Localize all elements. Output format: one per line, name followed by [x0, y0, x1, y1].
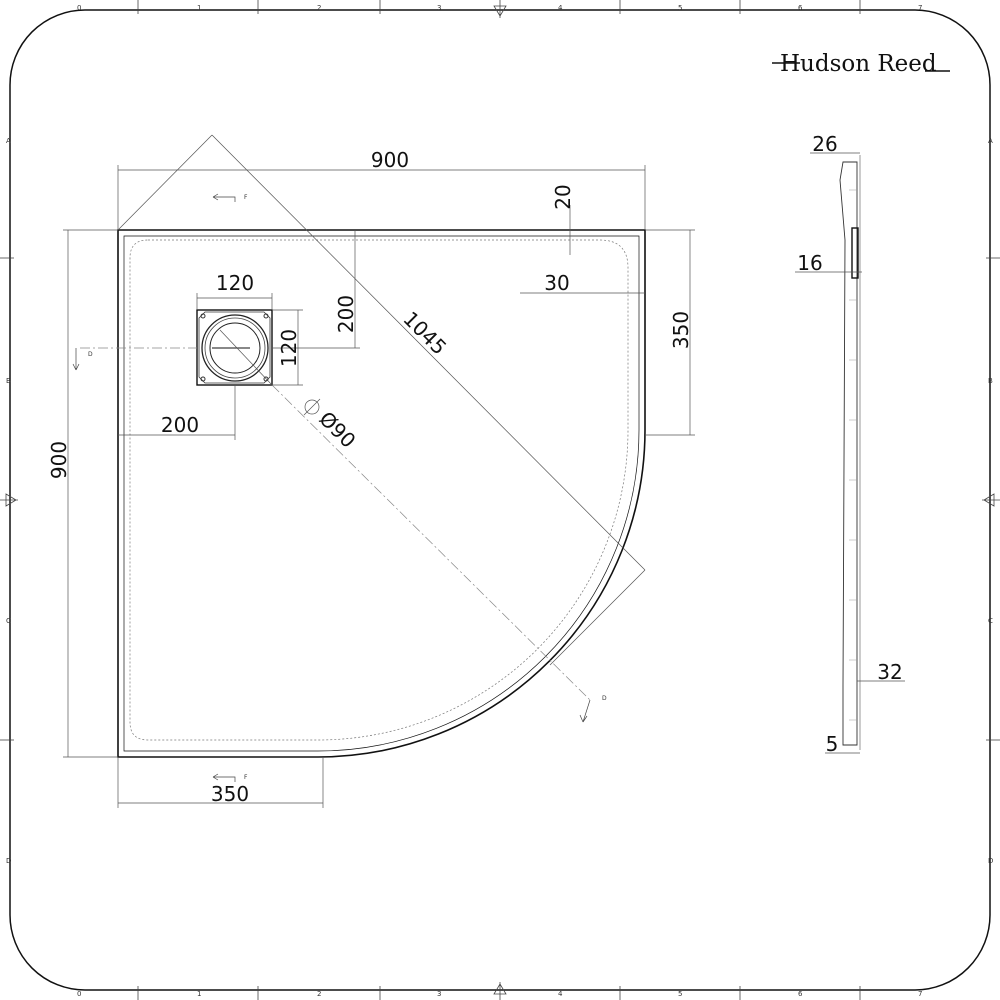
grid-col-label: 6	[798, 990, 803, 998]
dimension-drain-diameter: Ø90	[314, 407, 360, 453]
dimension-base: 5	[826, 732, 839, 756]
grid-col-label: 2	[317, 990, 321, 998]
dimension-rim-right: 30	[544, 271, 569, 295]
grid-col-label: 7	[918, 4, 922, 12]
dimension-height-left: 900	[47, 441, 71, 479]
grid-col-label: 2	[317, 4, 321, 12]
dimension-edge-height: 32	[877, 660, 902, 684]
grid-col-label: 1	[197, 990, 201, 998]
grid-col-label: 1	[197, 4, 201, 12]
grid-row-label: A	[6, 137, 11, 145]
dimension-drain-offset-x: 200	[161, 413, 199, 437]
dimension-total-height: 26	[812, 132, 837, 156]
grid-col-label: 6	[798, 4, 803, 12]
dimension-diagonal: 1045	[398, 307, 451, 360]
grid-col-label: 0	[77, 990, 81, 998]
dimension-drain-height: 120	[277, 329, 301, 367]
logo-text: Hudson Reed	[780, 51, 937, 77]
grid-row-label: D	[6, 857, 11, 865]
grid-col-label: 0	[77, 4, 81, 12]
grid-col-label: 3	[437, 4, 441, 12]
grid-row-label: B	[6, 377, 11, 385]
section-label-d: D	[602, 695, 607, 702]
grid-col-label: 7	[918, 990, 922, 998]
grid-col-label: 5	[678, 990, 682, 998]
inner-basin-line	[129, 239, 629, 741]
grid-row-label: B	[988, 377, 993, 385]
grid-col-label: 3	[437, 990, 441, 998]
dimension-drain-depth: 16	[797, 251, 822, 275]
section-label-f: F	[244, 774, 248, 781]
grid-row-label: A	[988, 137, 993, 145]
dimension-drain-width: 120	[216, 271, 254, 295]
dimension-width-top: 900	[371, 148, 409, 172]
grid-row-label: C	[6, 617, 11, 625]
grid-col-label: 5	[678, 4, 682, 12]
grid-row-label: C	[988, 617, 993, 625]
section-label-d: D	[88, 351, 93, 358]
plan-view: 900 20 30 350 900 200 120 120 200 1045 Ø…	[47, 134, 695, 808]
dimension-straight-bottom: 350	[211, 782, 249, 806]
grid-col-label: 4	[558, 4, 563, 12]
dimension-drain-offset-y: 200	[334, 295, 358, 333]
brand-logo: Hudson Reed	[772, 51, 950, 77]
side-profile-view: 26 16 32 5	[795, 132, 905, 756]
tray-outline	[117, 229, 646, 758]
grid-row-label: D	[988, 857, 993, 865]
dimension-straight-right: 350	[669, 311, 693, 349]
grid-col-label: 4	[558, 990, 563, 998]
section-label-f: F	[244, 194, 248, 201]
drain-waste	[196, 309, 273, 386]
dimension-rim-top: 20	[551, 184, 575, 209]
section-markers	[72, 193, 591, 782]
